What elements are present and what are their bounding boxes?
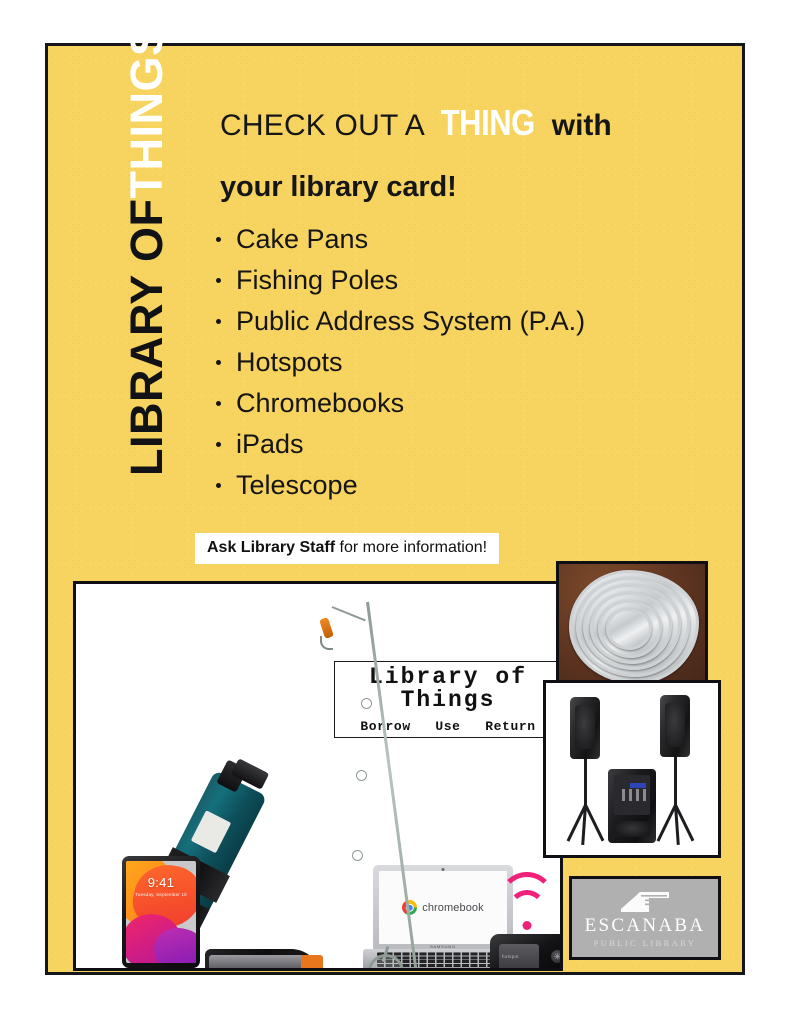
ipad-lockscreen-date: Tuesday, September 10 bbox=[135, 891, 187, 897]
fishing-hook-icon bbox=[320, 636, 333, 650]
pa-mixer-amp bbox=[608, 769, 656, 843]
vertical-title-dark: LIBRARY OF bbox=[120, 198, 172, 476]
ask-staff-regular: for more information! bbox=[335, 539, 488, 556]
headline-line-2: your library card! bbox=[220, 171, 457, 204]
pa-tripod-leg bbox=[584, 804, 604, 842]
pa-speaker-stand bbox=[674, 757, 677, 807]
chromebook-deck bbox=[363, 949, 523, 971]
headline-suffix: with bbox=[543, 109, 612, 142]
library-of-things-sign: Library of Things Borrow Use Return bbox=[334, 661, 560, 738]
hotspot-brand: hotspot bbox=[502, 954, 519, 959]
list-item-label: Public Address System (P.A.) bbox=[236, 306, 586, 336]
wifi-arc-middle bbox=[508, 890, 546, 928]
list-item: Cake Pans bbox=[216, 226, 585, 253]
rod-reel bbox=[368, 954, 404, 968]
pa-system-photo bbox=[543, 680, 721, 858]
list-item-label: Fishing Poles bbox=[236, 265, 399, 295]
list-item-label: iPads bbox=[236, 429, 304, 459]
pa-mixer-fader bbox=[636, 789, 639, 801]
pa-mixer-fader bbox=[629, 789, 632, 801]
telescope-orange-trim bbox=[301, 955, 323, 968]
things-list: Cake Pans Fishing Poles Public Address S… bbox=[216, 226, 585, 513]
bullet-icon bbox=[216, 401, 221, 406]
hotspot-screen bbox=[499, 944, 539, 968]
list-item-label: Telescope bbox=[236, 470, 358, 500]
ipad-lockscreen-time: 9:41 bbox=[147, 875, 175, 891]
list-item-label: Cake Pans bbox=[236, 224, 369, 254]
ask-staff-banner: Ask Library Staff for more information! bbox=[195, 533, 500, 564]
telescope-altitude-clamp bbox=[209, 955, 305, 968]
photo-collage: Library of Things Borrow Use Return bbox=[48, 46, 748, 978]
telescope-sticker bbox=[190, 810, 232, 854]
chromebook-brand: SAMSUNG bbox=[430, 944, 456, 949]
cake-pan-ring bbox=[606, 608, 652, 650]
headline: CHECK OUT A THING with your library card… bbox=[220, 102, 720, 204]
logo-name: ESCANABA bbox=[584, 914, 706, 936]
pa-mixer-badge bbox=[630, 783, 646, 788]
webcam-icon bbox=[441, 867, 445, 871]
list-item: iPads bbox=[216, 431, 585, 458]
bullet-icon bbox=[216, 319, 221, 324]
pa-mixer-fader bbox=[643, 789, 646, 801]
pa-mixer-grille bbox=[614, 821, 650, 837]
bullet-icon bbox=[216, 360, 221, 365]
headline-line-1: CHECK OUT A THING with bbox=[220, 102, 720, 144]
rod-tip-line bbox=[331, 606, 366, 622]
sign-step-use: Use bbox=[435, 718, 461, 734]
chromebook-trackpad bbox=[421, 968, 465, 971]
wifi-icon bbox=[499, 872, 555, 930]
rod-blank bbox=[366, 601, 423, 968]
hotspot-power-button bbox=[551, 950, 560, 963]
main-collage-photo: Library of Things Borrow Use Return bbox=[73, 581, 563, 971]
list-item: Public Address System (P.A.) bbox=[216, 308, 585, 335]
telescope-photo bbox=[122, 758, 381, 968]
library-logo: ESCANABA PUBLIC LIBRARY bbox=[569, 876, 721, 960]
chromebook-wordmark: chromebook bbox=[422, 901, 484, 914]
bullet-icon bbox=[216, 237, 221, 242]
headline-highlight-thing: THING bbox=[440, 102, 536, 143]
list-item: Fishing Poles bbox=[216, 267, 585, 294]
poster: LIBRARY OF THINGS CHECK OUT A THING with… bbox=[45, 25, 748, 978]
ipad-screen: 9:41 Tuesday, September 10 bbox=[126, 861, 196, 963]
open-book-icon bbox=[619, 889, 671, 915]
list-item: Chromebooks bbox=[216, 390, 585, 417]
chromebook-keyboard bbox=[377, 952, 509, 967]
pa-tripod bbox=[649, 804, 701, 845]
pa-mixer-faceplate bbox=[614, 775, 650, 815]
list-item-label: Chromebooks bbox=[236, 388, 405, 418]
list-item: Telescope bbox=[216, 472, 585, 499]
logo-inner: ESCANABA PUBLIC LIBRARY bbox=[572, 879, 718, 957]
vertical-title-light: THINGS bbox=[120, 25, 172, 199]
mobile-hotspot-photo: hotspot bbox=[490, 934, 560, 968]
fishing-rod-photo bbox=[308, 601, 423, 968]
pa-speaker-stand bbox=[584, 759, 587, 807]
logo-subtitle: PUBLIC LIBRARY bbox=[593, 937, 697, 948]
ipad-photo: 9:41 Tuesday, September 10 bbox=[122, 856, 200, 968]
pa-speaker bbox=[570, 697, 600, 759]
bullet-icon bbox=[216, 483, 221, 488]
pa-tripod bbox=[559, 804, 611, 845]
rod-guide bbox=[361, 698, 372, 709]
vertical-poster-title: LIBRARY OF THINGS bbox=[114, 25, 178, 476]
sign-step-return: Return bbox=[485, 718, 536, 734]
cake-pans-photo bbox=[556, 561, 708, 686]
rod-guide bbox=[352, 850, 363, 861]
bullet-icon bbox=[216, 442, 221, 447]
ask-staff-bold: Ask Library Staff bbox=[207, 539, 336, 556]
pa-speaker bbox=[660, 695, 690, 757]
rod-guide bbox=[356, 770, 367, 781]
list-item: Hotspots bbox=[216, 349, 585, 376]
pa-mixer-fader bbox=[622, 789, 625, 801]
bullet-icon bbox=[216, 278, 221, 283]
headline-prefix: CHECK OUT A bbox=[220, 109, 432, 142]
wifi-dot bbox=[522, 921, 532, 930]
sign-title: Library of Things bbox=[368, 663, 528, 713]
list-item-label: Hotspots bbox=[236, 347, 343, 377]
wifi-arc-outer bbox=[499, 872, 555, 928]
